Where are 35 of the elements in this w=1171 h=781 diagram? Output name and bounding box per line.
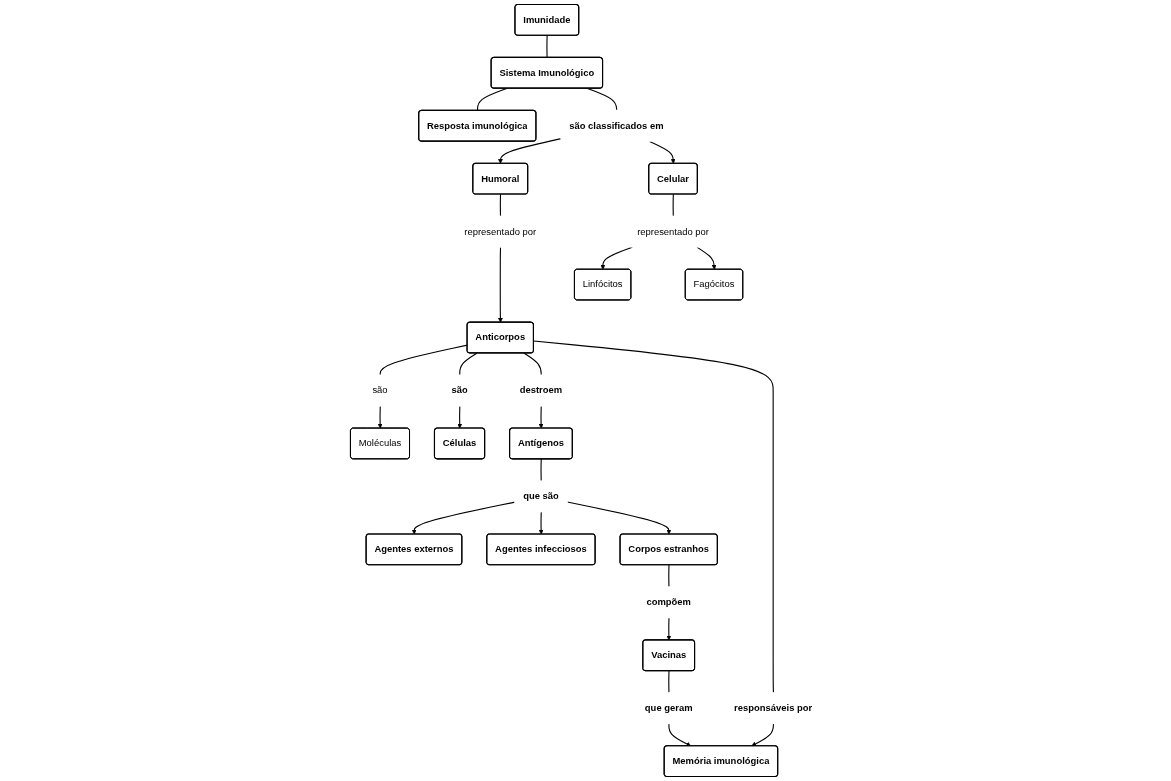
arrow bbox=[377, 405, 383, 429]
connector bbox=[668, 564, 670, 588]
node-text: destroem bbox=[519, 385, 563, 396]
arrow bbox=[696, 246, 717, 270]
arrow bbox=[411, 501, 516, 535]
node-text: representado por bbox=[464, 226, 537, 237]
arrow bbox=[666, 617, 672, 641]
node-text: que são bbox=[523, 491, 559, 502]
node-text: responsáveis por bbox=[734, 702, 813, 714]
connector bbox=[533, 340, 774, 694]
arrow bbox=[751, 723, 774, 747]
connector bbox=[499, 193, 502, 218]
arrow bbox=[649, 140, 676, 164]
node-text: compõem bbox=[646, 596, 691, 608]
connector bbox=[672, 193, 674, 218]
arrow bbox=[600, 246, 633, 270]
arrow bbox=[498, 246, 503, 323]
connector bbox=[459, 352, 478, 376]
connector bbox=[540, 458, 542, 482]
connector bbox=[546, 34, 548, 59]
connector bbox=[523, 352, 542, 376]
arrow bbox=[498, 138, 562, 164]
arrow bbox=[668, 723, 692, 747]
connector bbox=[379, 344, 468, 376]
arrow bbox=[538, 405, 544, 429]
node-text: que geram bbox=[644, 702, 693, 714]
arrow bbox=[457, 405, 463, 429]
node-text: são bbox=[451, 385, 468, 396]
arrow bbox=[538, 511, 544, 535]
node-text: são bbox=[372, 385, 388, 396]
node-text: são classificados em bbox=[569, 120, 664, 131]
connector bbox=[668, 670, 670, 694]
arrow bbox=[566, 501, 672, 535]
node-text: representado por bbox=[637, 226, 709, 237]
connector bbox=[587, 87, 618, 112]
